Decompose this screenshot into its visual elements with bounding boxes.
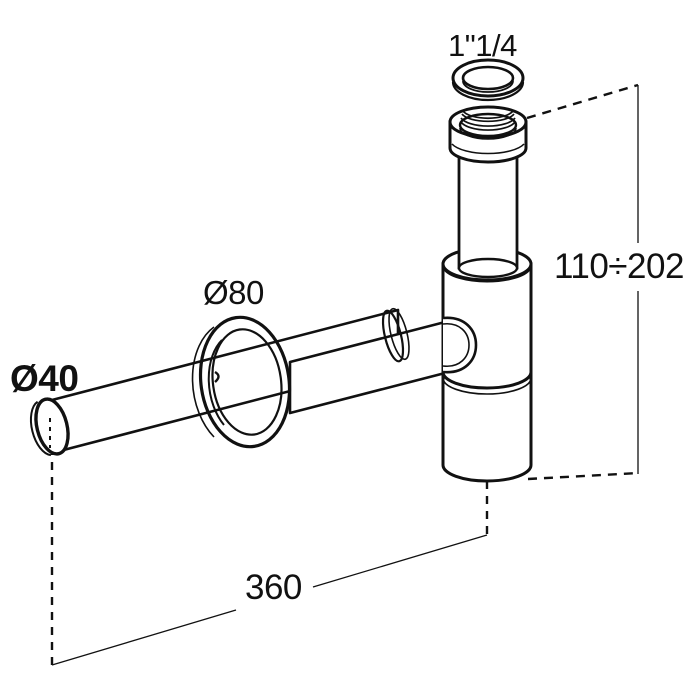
trap-body-union-seam — [441, 371, 533, 390]
flange-back-edge — [191, 326, 215, 438]
dimension-lines — [50, 83, 639, 666]
sealing-washer-ring — [451, 58, 525, 102]
threaded-nut-bottom-seam — [451, 143, 525, 155]
riser-tube — [457, 148, 519, 279]
outlet-pipe-end-cap — [34, 397, 70, 456]
flange-notch — [214, 370, 220, 383]
washer-inner-thickness-arc — [462, 80, 514, 93]
trap-body-cylinder — [441, 246, 533, 483]
flange-inner-ring — [211, 328, 283, 436]
dimension-label-thread-size: 1"1/4 — [448, 28, 517, 63]
trap-body-top-inner-lip — [443, 268, 531, 283]
dimension-label-height-range: 110÷202 — [551, 249, 687, 284]
wall-flange-rosette — [191, 315, 292, 449]
trap-body-side-outlet — [442, 316, 478, 374]
leader-top-dashed — [526, 83, 639, 120]
threaded-nut — [448, 105, 528, 164]
trap-body-barrel — [441, 262, 533, 483]
riser-tube-bottom-edge — [457, 257, 519, 279]
flange-bore-arc — [207, 339, 225, 426]
trap-body-union-seam-inner — [442, 377, 532, 395]
dimension-label-outlet-diameter: Ø40 — [10, 358, 79, 399]
outlet-pipe — [29, 308, 400, 457]
dimension-label-horizontal-length: 360 — [241, 570, 306, 605]
threaded-nut-thread-lines — [460, 110, 516, 131]
washer-inner-ellipse — [461, 65, 515, 91]
length-dimension-line-right — [312, 534, 488, 588]
threaded-nut-inner-wall — [459, 127, 517, 140]
sleeve-joint-ellipse — [381, 309, 405, 363]
trap-body-side-outlet-inner — [442, 323, 470, 367]
leader-bottom-dashed — [527, 471, 639, 481]
outlet-pipe-end-lip — [29, 400, 52, 457]
washer-outer-thickness-arc — [451, 81, 525, 102]
sleeve-joint-ellipse-inner — [388, 307, 410, 361]
dimension-label-inlet-diameter: Ø80 — [203, 274, 264, 311]
flange-outer-ring — [198, 315, 292, 449]
length-dimension-line-left — [51, 609, 237, 666]
riser-tube-body — [457, 148, 519, 270]
